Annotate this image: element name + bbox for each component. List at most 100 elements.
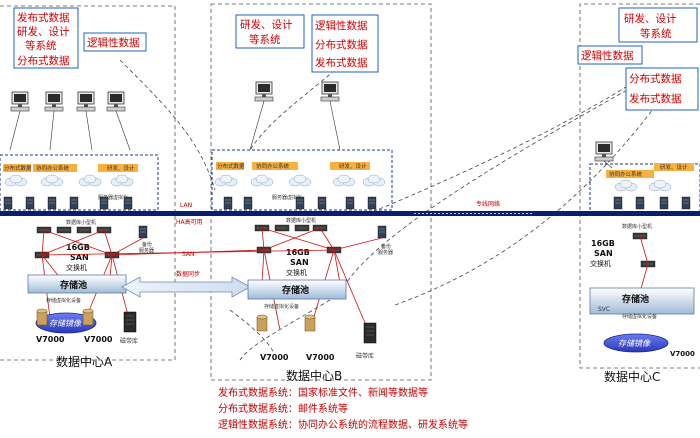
dc-b-label-group-2: 逻辑性数据 分布式数据 发布式数据: [311, 14, 379, 73]
dc-a-mirror-label: 存储镜像: [49, 319, 82, 328]
legend-distributed: 分布式数据系统：邮件系统等: [218, 404, 348, 415]
dc-c-switch-label-3: 交换机: [590, 259, 611, 268]
dc-a-frame: [0, 5, 176, 361]
dc-a-label-group-1: 发布式数据 研发、设计 等系统 分布式数据: [13, 7, 79, 69]
dc-b-segment-office: 协同办公系统: [256, 162, 290, 170]
dc-a-clients: [9, 91, 131, 151]
data-sync-label: 数据同步: [176, 270, 200, 278]
dc-c-segment-office: 协同办公系统: [609, 170, 643, 178]
legend-published: 发布式数据系统：国家标准文件、新闻等数据等: [218, 388, 428, 399]
dc-c-label-distributed: 分布式数据: [629, 72, 682, 85]
data-sync-arrow: [121, 276, 251, 298]
dc-c-svc: SVC: [598, 306, 610, 313]
dc-b-backup-label-2: 服务器: [378, 249, 393, 256]
dc-c-label-rnd-2: 等系统: [640, 27, 672, 40]
dc-c-label-group-2: 逻辑性数据: [577, 45, 643, 65]
dc-a-db-label: 数据库小型机: [66, 219, 96, 226]
dc-a-label-rnd: 研发、设计: [17, 25, 70, 38]
dc-a-backup-label-2: 服务器: [139, 247, 154, 254]
lan-label: LAN: [180, 202, 192, 209]
dc-b-lan-zone: [211, 149, 393, 211]
dc-a-mirror: [35, 312, 97, 334]
wan-label: 专线网络: [476, 200, 500, 208]
dc-b-tape: [363, 322, 377, 344]
replication-links: [119, 59, 661, 361]
system-legend: 发布式数据系统：国家标准文件、新闻等数据等 分布式数据系统：邮件系统等 逻辑性数…: [218, 386, 518, 434]
dc-c-clouds: [614, 179, 672, 192]
dc-c-label-group-1: 研发、设计 等系统: [618, 7, 698, 43]
dc-b-backup-label: 备份: [381, 243, 391, 250]
dc-a-label-published: 发布式数据: [17, 11, 70, 24]
dc-b-server-text: 服务器虚拟化: [272, 194, 302, 201]
dc-c-db-label: 数据库小型机: [622, 223, 652, 230]
dc-b-clouds: [214, 174, 386, 187]
dc-b-backup: 备份 服务器: [377, 225, 393, 256]
dc-a-backup: 备份 服务器: [138, 225, 154, 254]
dc-c-mirror: [603, 333, 669, 353]
dc-a-label-distributed: 分布式数据: [17, 54, 70, 67]
dc-b-clients: [249, 81, 341, 151]
dc-a-lan-tabs: 分布式数据 协同办公系统 研发、设计: [3, 164, 138, 172]
dc-a-switch-label-3: 交换机: [66, 263, 87, 272]
dc-c-lan-tabs: 协同办公系统 研发、设计: [606, 163, 694, 178]
dc-a-label-logical: 逻辑性数据: [87, 36, 140, 49]
dc-b-storage-pool-label: 存储池: [282, 284, 309, 296]
dc-b-label-published: 发布式数据: [315, 56, 368, 69]
dc-b-db-servers: [254, 224, 328, 232]
dc-c-frame: [579, 3, 700, 369]
network-backbone-b-c: [410, 211, 700, 216]
dc-b-db-label: 数据库小型机: [286, 217, 316, 224]
dc-b-array-1: V7000: [260, 353, 289, 362]
dc-b-tape-label: 磁带库: [356, 352, 374, 360]
dc-b-virtualization: 存储虚拟化设备: [264, 303, 299, 310]
san-label: SAN: [182, 251, 195, 258]
dc-b-label-rnd: 研发、设计: [240, 18, 293, 31]
dc-a-db-servers: [36, 226, 112, 234]
dc-c-label-rnd: 研发、设计: [624, 12, 677, 25]
dc-b-switch-label-3: 交换机: [286, 268, 307, 277]
dc-c-storage-pool-label: 存储池: [622, 293, 649, 305]
network-backbone-a-b: [0, 211, 410, 216]
legend-logical: 逻辑性数据系统：协同办公系统的流程数据、研发系统等: [218, 420, 468, 431]
dc-c-switch-label-2: SAN: [594, 249, 613, 258]
dc-c-label-published: 发布式数据: [629, 92, 682, 105]
dc-b-segment-distributed: 分布式数据: [217, 162, 245, 170]
dc-a-array-1: V7000: [36, 335, 65, 344]
dc-b-label-group-1: 研发、设计 等系统: [235, 14, 305, 49]
dc-a-segment-distributed: 分布式数据: [4, 164, 32, 172]
dc-b-storage-pool: [247, 279, 347, 300]
dc-b-label-distributed: 分布式数据: [315, 38, 368, 51]
dc-a-storage-pool: [27, 274, 127, 294]
dc-b-segment-rnd: 研发、设计: [339, 162, 367, 170]
dc-a-switch-label-2: SAN: [70, 253, 89, 262]
dc-a-tape-label: 磁带库: [120, 337, 138, 345]
dc-b-switch-label-2: SAN: [290, 258, 309, 267]
dc-a-segment-office: 协同办公系统: [36, 164, 70, 172]
dc-b-name: 数据中心B: [286, 368, 342, 383]
dc-c-storage-pool: [589, 287, 695, 315]
dc-a-backup-label: 备份: [142, 241, 152, 248]
dc-a-name: 数据中心A: [56, 354, 113, 369]
dc-b-frame: [210, 3, 432, 381]
dc-a-clouds: [4, 174, 134, 187]
dc-b-label-rnd-2: 等系统: [249, 33, 281, 46]
dc-c-name: 数据中心C: [604, 369, 660, 384]
ha-label: HA高可用: [176, 218, 203, 226]
dc-c-array-1: V7000: [670, 350, 695, 358]
dc-a-storage-pool-label: 存储池: [60, 279, 87, 291]
dc-a-lan-zone: [0, 154, 159, 211]
dc-a-label-rnd-2: 等系统: [25, 39, 57, 52]
dc-b-label-logical: 逻辑性数据: [315, 19, 368, 32]
dc-c-switch-label-1: 16GB: [591, 239, 615, 248]
dc-c-mirror-label: 存储镜像: [618, 339, 651, 348]
dc-b-disks: [256, 314, 316, 332]
dc-a-virtualization: 存储虚拟化设备: [46, 297, 81, 304]
dc-c-label-group-3: 分布式数据 发布式数据: [625, 67, 699, 111]
dc-a-tape: [123, 311, 137, 333]
dc-a-segment-rnd: 研发、设计: [107, 164, 135, 172]
dc-c-virtualization: 存储虚拟化设备: [622, 313, 657, 320]
dc-a-server-text: 服务器虚拟化: [98, 194, 128, 201]
dc-a-label-group-2: 逻辑性数据: [83, 32, 147, 52]
dc-b-switch-label-1: 16GB: [286, 248, 310, 257]
